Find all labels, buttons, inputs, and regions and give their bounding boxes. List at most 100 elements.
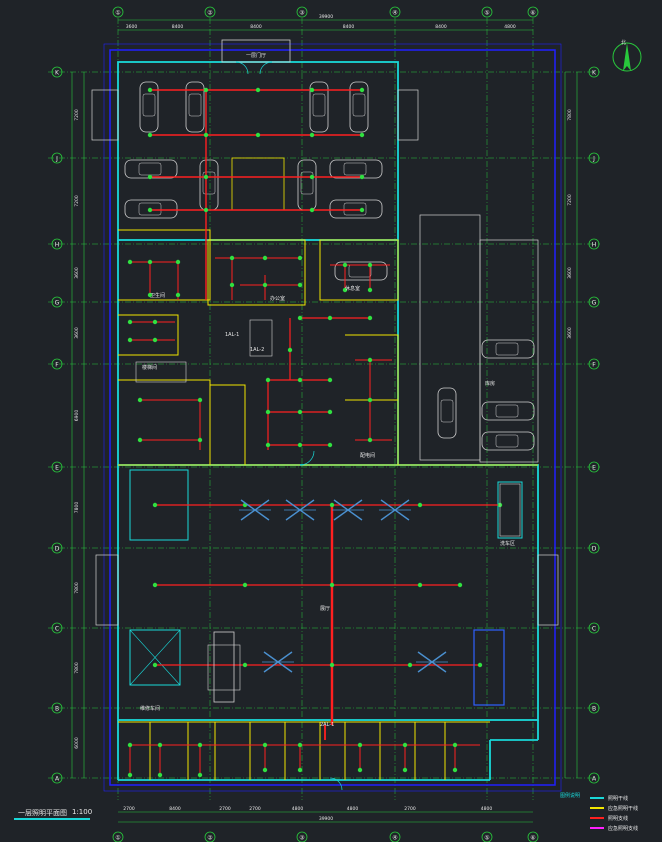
dim-left: 6900: [74, 410, 80, 422]
car-icon: [309, 81, 329, 133]
partitions: [118, 157, 538, 780]
light-fixture-icon: [329, 662, 335, 668]
light-fixture-icon: [152, 662, 158, 668]
light-fixture-icon: [137, 397, 143, 403]
light-fixture-icon: [175, 292, 181, 298]
light-fixtures: [127, 87, 503, 778]
dim-left: 7200: [74, 109, 80, 121]
axis-row-label: K: [55, 70, 60, 77]
room-label: 2AL-1: [320, 722, 335, 728]
room-label: 维修车间: [140, 706, 161, 712]
ceiling-fan-icon: [332, 499, 364, 521]
axis-row-label: H: [592, 242, 597, 249]
room-label: 库房: [485, 381, 496, 387]
light-fixture-icon: [297, 742, 303, 748]
light-fixture-icon: [147, 207, 153, 213]
light-fixture-icon: [203, 132, 209, 138]
light-fixture-icon: [229, 255, 235, 261]
dim-bottom: 8400: [169, 806, 181, 812]
parked-cars: [124, 81, 535, 451]
light-fixture-icon: [287, 347, 293, 353]
dim-top: 8400: [172, 24, 184, 30]
axis-row-label: B: [592, 706, 596, 713]
axis-row-label: D: [592, 546, 597, 553]
room-label: 洗车区: [500, 541, 516, 547]
room-label: 展厅: [320, 606, 331, 612]
axis-row-label: C: [592, 626, 596, 633]
room-label: 1AL-2: [250, 347, 265, 353]
north-label: 北: [621, 39, 626, 46]
light-fixture-icon: [242, 662, 248, 668]
car-icon: [481, 401, 535, 421]
light-fixture-icon: [327, 442, 333, 448]
car-icon: [297, 159, 317, 211]
light-fixture-icon: [297, 377, 303, 383]
title-underline: [14, 818, 90, 820]
light-fixture-icon: [359, 207, 365, 213]
light-fixture-icon: [357, 767, 363, 773]
axis-col-label: ④: [392, 835, 397, 842]
ceiling-fan-icon: [262, 651, 294, 673]
axis-row-label: D: [55, 546, 60, 553]
light-fixture-icon: [152, 319, 158, 325]
doors: [135, 61, 343, 791]
axis-row-label: J: [55, 156, 58, 163]
axis-row-label: B: [55, 706, 59, 713]
axis-row-label: F: [592, 362, 596, 369]
dim-right: 7800: [567, 109, 573, 121]
light-fixture-icon: [297, 442, 303, 448]
axis-row-label: K: [592, 70, 597, 77]
car-icon: [481, 431, 535, 451]
axis-row-label: J: [592, 156, 595, 163]
axis-col-label: ⑤: [484, 10, 489, 17]
light-fixture-icon: [127, 259, 133, 265]
car-icon: [481, 339, 535, 359]
dim-bottom: 2700: [404, 806, 416, 812]
light-fixture-icon: [255, 87, 261, 93]
axis-row-label: A: [55, 776, 60, 783]
room-label: 楼梯间: [142, 365, 158, 371]
light-fixture-icon: [309, 207, 315, 213]
light-fixture-icon: [329, 582, 335, 588]
dim-bottom: 2700: [123, 806, 135, 812]
light-fixture-icon: [417, 502, 423, 508]
light-fixture-icon: [309, 174, 315, 180]
car-icon: [349, 81, 369, 133]
lighting-circuits: [129, 89, 500, 775]
light-fixture-icon: [255, 132, 261, 138]
light-fixture-icon: [359, 132, 365, 138]
north-arrow-icon: 北: [612, 39, 642, 72]
axis-col-label: ⑥: [530, 10, 535, 17]
axis-row-label: C: [55, 626, 59, 633]
light-fixture-icon: [262, 767, 268, 773]
axis-col-label: ⑥: [530, 835, 535, 842]
light-fixture-icon: [262, 255, 268, 261]
light-fixture-icon: [297, 315, 303, 321]
light-fixture-icon: [147, 292, 153, 298]
dim-top: 4800: [504, 24, 516, 30]
car-icon: [139, 81, 159, 133]
dim-left: 7800: [74, 582, 80, 594]
room-label: 一层门厅: [246, 53, 267, 59]
light-fixture-icon: [127, 337, 133, 343]
light-fixture-icon: [197, 742, 203, 748]
dim-left: 7200: [74, 195, 80, 207]
light-fixture-icon: [367, 397, 373, 403]
ceiling-fan-icon: [379, 499, 411, 521]
dim-right: 3600: [567, 327, 573, 339]
light-fixture-icon: [157, 772, 163, 778]
car-icon: [124, 199, 178, 219]
legend-swatch: [590, 797, 604, 799]
light-fixture-icon: [309, 132, 315, 138]
light-fixture-icon: [229, 282, 235, 288]
room-label: 办公室: [270, 296, 286, 302]
light-fixture-icon: [152, 582, 158, 588]
axis-row-label: G: [55, 300, 60, 307]
axis-col-label: ③: [299, 835, 304, 842]
legend-swatch: [590, 817, 604, 819]
legend-item: 应急照明干线: [590, 803, 638, 813]
light-fixture-icon: [265, 442, 271, 448]
dim-right: 3600: [567, 267, 573, 279]
